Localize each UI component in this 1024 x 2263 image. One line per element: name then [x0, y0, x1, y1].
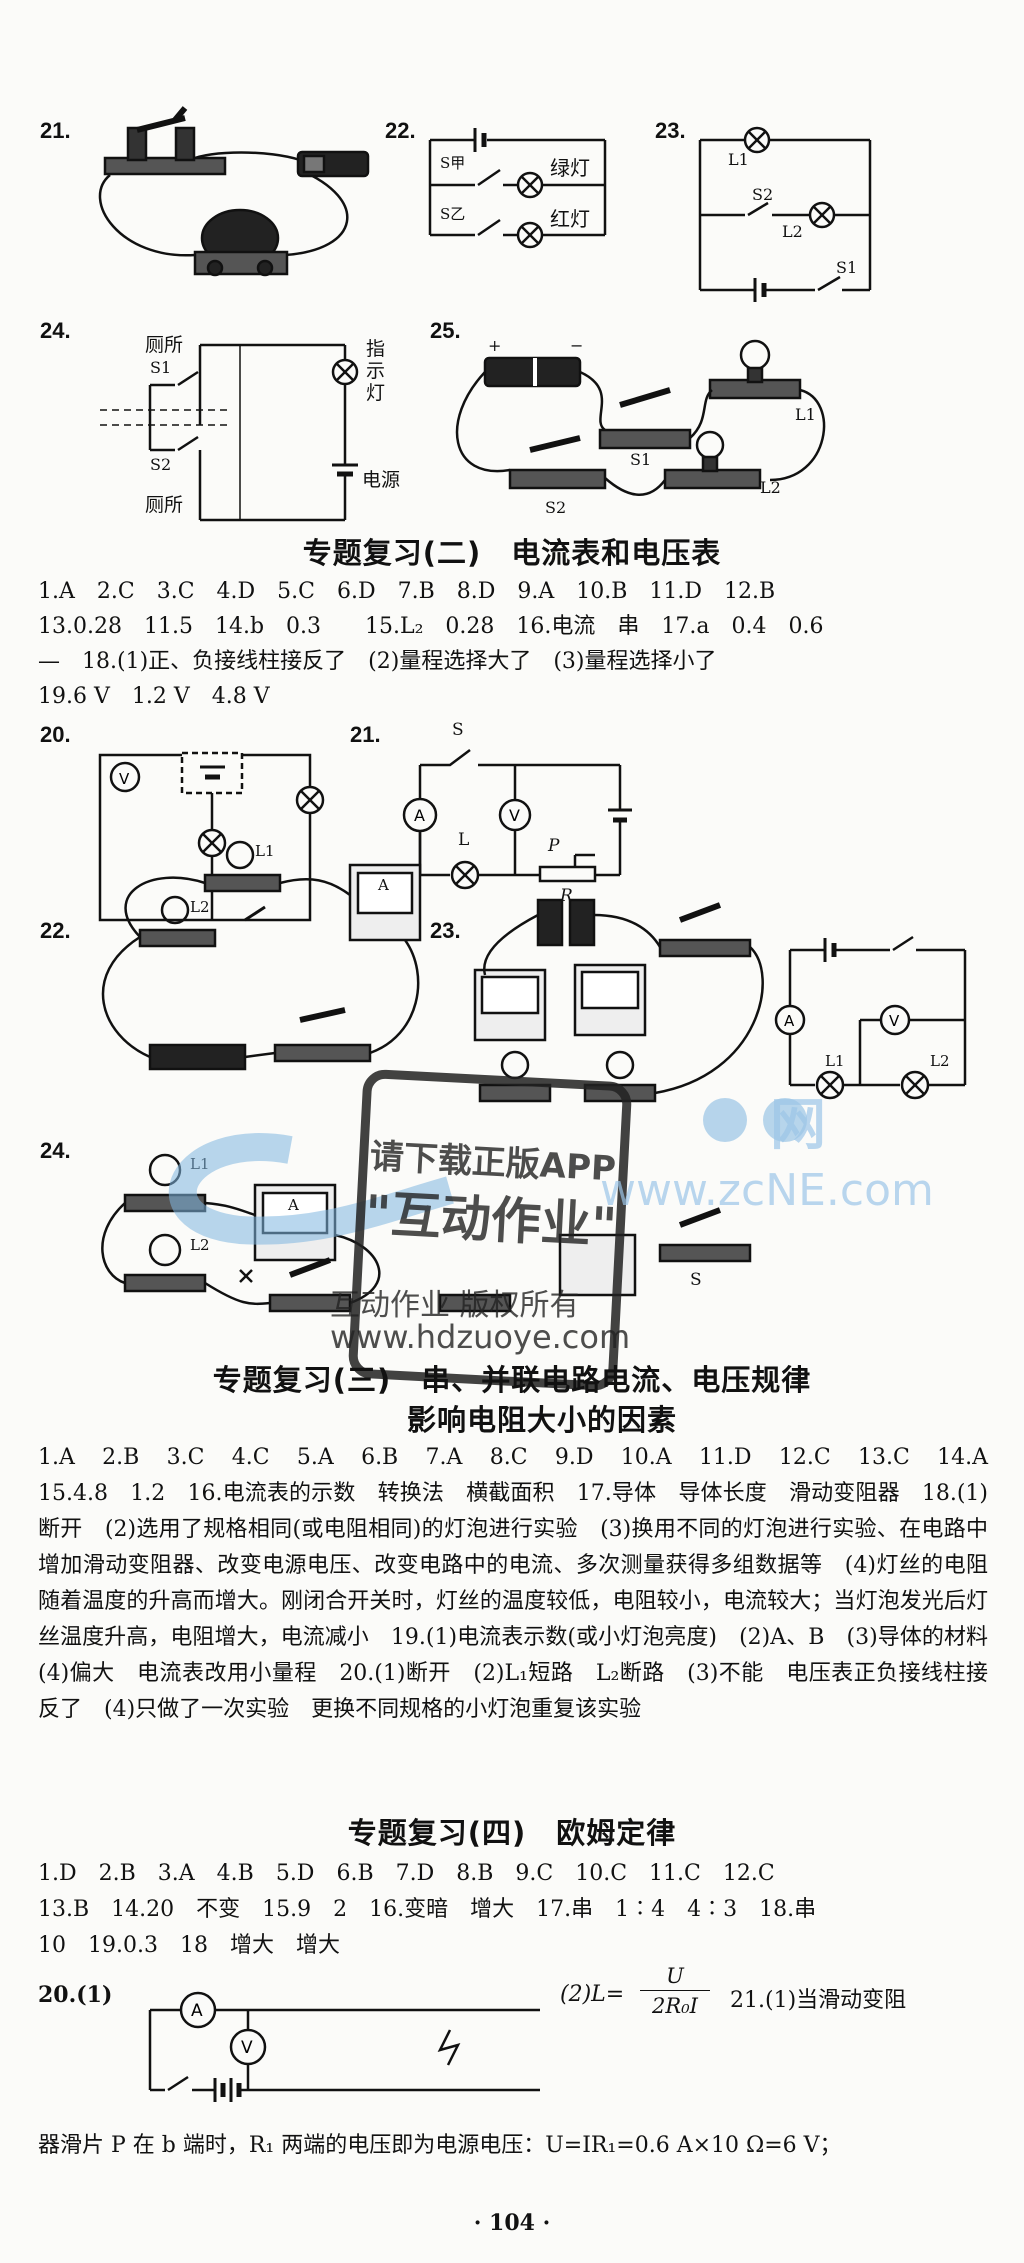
q21-number: 21.	[40, 118, 71, 143]
s2-q24-meter-a: A	[288, 1196, 299, 1214]
s2-q23-figure	[473, 898, 764, 1103]
q24-s1-label: S1	[150, 358, 172, 377]
section2-answers-line4: 19.6 V 1.2 V 4.8 V	[38, 684, 270, 709]
q21-knife-switch	[103, 106, 227, 176]
s2-q21-s-label: S	[452, 720, 464, 740]
q24-toilet-label-2: 厕所	[145, 494, 184, 516]
q22-switch-label-1: S甲	[440, 154, 466, 172]
section3-title-line2: 影响电阻大小的因素	[406, 1403, 677, 1437]
watermark-line4: www.hdzuoye.com	[330, 1318, 631, 1356]
q22-red-lamp-label: 红灯	[550, 207, 590, 231]
section3-title-line1: 专题复习(三) 串、并联电路电流、电压规律	[212, 1363, 812, 1397]
s2-q24-l2-label: L2	[190, 1236, 210, 1254]
page-number: · 104 ·	[473, 2210, 551, 2236]
q24-s2-label: S2	[150, 455, 172, 474]
section4-answers-line1: 1.D 2.B 3.A 4.B 5.D 6.B 7.D 8.B 9.C 10.C…	[38, 1861, 775, 1886]
s2-q21-p-label: P	[548, 836, 560, 856]
q21-bulb	[193, 208, 289, 277]
q23-number: 23.	[655, 118, 686, 143]
s4-last-line: 器滑片 P 在 b 端时，R₁ 两端的电压即为电源电压：U=IR₁=0.6 A×…	[38, 2133, 842, 2158]
s2-q20-schematic	[98, 751, 325, 922]
section2-title: 专题复习(二) 电流表和电压表	[302, 536, 722, 570]
q23-s2-label: S2	[752, 185, 774, 204]
section2-answers-line1: 1.A 2.C 3.C 4.D 5.C 6.D 7.B 8.D 9.A 10.B…	[38, 579, 776, 604]
s4-formula-numerator: U	[640, 1962, 710, 1991]
s2-q23-l2-label: L2	[930, 1052, 950, 1070]
q25-s2-label: S2	[545, 498, 567, 517]
s4-q20-label: 20.(1)	[38, 1982, 113, 2008]
s4-q21-text: 21.(1)当滑动变阻	[730, 1988, 907, 2013]
watermark-site: www.zcNE.com	[600, 1165, 934, 1216]
s2-q24-number: 24.	[40, 1138, 71, 1163]
s2-q22-number: 22.	[40, 918, 71, 943]
q25-l1-label: L1	[795, 405, 816, 424]
s2-q22-figure	[101, 840, 422, 1071]
q22-green-lamp-label: 绿灯	[550, 156, 590, 180]
s2-q23-number: 23.	[430, 918, 461, 943]
q23-s1-label: S1	[836, 258, 858, 277]
s4-formula-denominator: 2R₀I	[652, 1994, 698, 2018]
s2-q23-meter-v: V	[889, 1012, 900, 1030]
s2-q23-schematic	[774, 935, 967, 1100]
q23-schematic	[698, 126, 872, 302]
q24-toilet-label-1: 厕所	[145, 334, 184, 356]
top-circuit-figures	[98, 106, 872, 522]
s4-formula: U 2R₀I	[640, 1962, 710, 2021]
s4-q20-2-label: (2)L=	[560, 1982, 625, 2007]
s4-q20-meter-a: A	[191, 2001, 203, 2021]
q21-battery	[296, 150, 370, 178]
section2-circuit-figures: V A V A V	[98, 749, 967, 1313]
q24-number: 24.	[40, 318, 71, 343]
s2-q20-meter-v: V	[119, 770, 130, 788]
section4-answers-line2: 13.B 14.20 不变 15.9 2 16.变暗 增大 17.串 1∶4 4…	[38, 1897, 817, 1922]
q24-schematic	[100, 343, 359, 522]
section2-answers-line3: — 18.(1)正、负接线柱接反了 (2)量程选择大了 (3)量程选择小了	[38, 649, 717, 674]
watermark-line2: "互动作业"	[363, 1184, 619, 1256]
watermark-logo	[168, 1069, 807, 1390]
q25-l2-label: L2	[760, 478, 781, 497]
q25-minus: −	[570, 336, 584, 355]
q22-switch-label-2: S乙	[440, 205, 466, 223]
q25-plus: +	[488, 336, 502, 355]
q24-source-label: 电源	[362, 469, 401, 491]
s2-q21-r-label: R	[560, 886, 573, 906]
s2-q21-meter-a: A	[414, 806, 425, 825]
q23-l1-label: L1	[728, 150, 749, 169]
s4-q20-schematic: A V	[148, 1991, 540, 2102]
q22-number: 22.	[385, 118, 416, 143]
section3-answers: 1.A 2.B 3.C 4.C 5.A 6.B 7.A 8.C 9.D 10.A…	[38, 1445, 1011, 1722]
s2-q24-s-label: S	[690, 1270, 702, 1290]
s2-q22-meter-a: A	[378, 876, 389, 894]
s2-q20-number: 20.	[40, 722, 71, 747]
section4-title: 专题复习(四) 欧姆定律	[347, 1816, 677, 1850]
q22-schematic	[428, 128, 607, 249]
watermark-net: 网	[770, 1093, 826, 1158]
q25-number: 25.	[430, 318, 461, 343]
s2-q21-meter-v: V	[509, 806, 520, 825]
q23-l2-label: L2	[782, 222, 803, 241]
s2-q22-l1-label: L1	[255, 842, 275, 860]
s2-q21-number: 21.	[350, 722, 381, 747]
q24-indicator-label: 指示灯	[366, 338, 386, 404]
s2-q21-l-label: L	[458, 830, 470, 850]
s2-q23-meter-a: A	[784, 1012, 795, 1030]
s2-q21-schematic	[402, 749, 632, 890]
s2-q23-l1-label: L1	[825, 1052, 845, 1070]
q25-figure	[455, 339, 826, 496]
section4-answers-line3: 10 19.0.3 18 增大 增大	[38, 1933, 340, 1958]
watermark-line3: 互动作业 版权所有	[330, 1288, 580, 1323]
s2-q22-l2-label: L2	[190, 898, 210, 916]
section2-answers-line2: 13.0.28 11.5 14.b 0.3 15.L₂ 0.28 16.电流 串…	[38, 614, 824, 639]
q25-s1-label: S1	[630, 450, 652, 469]
s4-q20-meter-v: V	[241, 2038, 253, 2058]
